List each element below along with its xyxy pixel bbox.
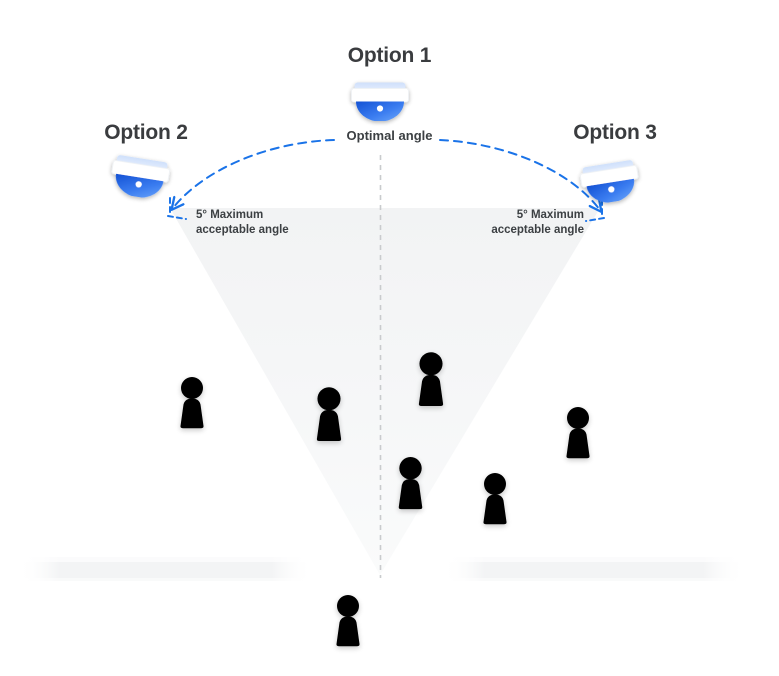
figure-1-outside [180,377,204,429]
ground-bar-left [18,557,313,581]
figure-6-outside [566,407,590,459]
figure-7-outside [336,595,360,647]
optimal-angle-caption: Optimal angle [346,128,433,143]
ground-bar-right [442,557,746,581]
left-max-angle-line2: acceptable angle [196,224,289,236]
left-max-angle-note: 5° Maximum acceptable angle [196,208,356,238]
option-3-title: Option 3 [573,121,657,144]
camera-option-2 [107,153,172,202]
field-of-view-cone [170,208,600,575]
right-max-angle-note: 5° Maximum acceptable angle [424,208,584,238]
figure-5-outside [483,473,507,525]
left-max-angle-line1: 5° Maximum [196,209,264,221]
camera-option-1 [351,82,409,121]
option-1-title: Option 1 [347,44,432,67]
angle-arc-right [439,139,605,222]
camera-option-3 [578,158,643,207]
right-max-angle-line2: acceptable angle [491,224,584,236]
right-max-angle-line1: 5° Maximum [516,209,584,221]
angle-arc-left [167,139,335,220]
option-2-title: Option 2 [104,121,188,144]
